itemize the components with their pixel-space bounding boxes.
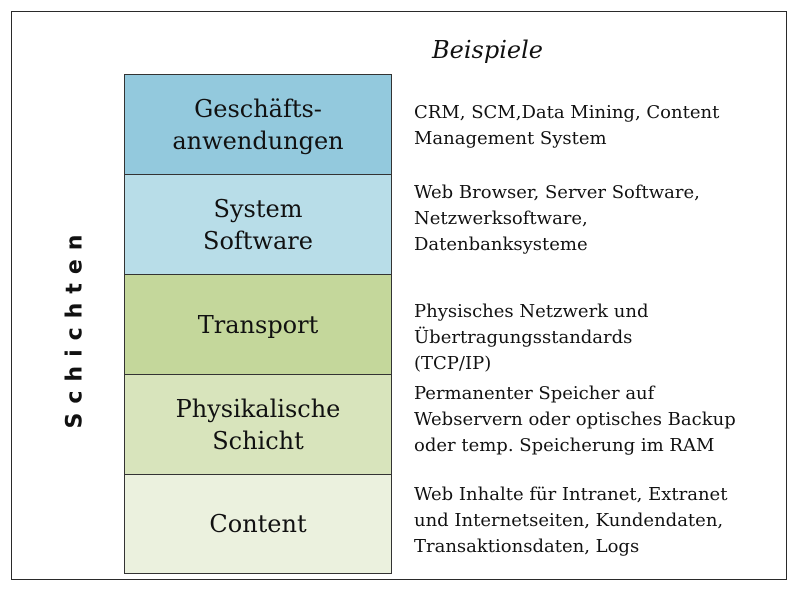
diagram-frame <box>11 11 787 580</box>
layer-system-software: System Software <box>125 175 391 275</box>
layers-axis-label: Schichten <box>62 225 88 429</box>
example-transport: Physisches Netzwerk und Übertragungsstan… <box>414 301 649 374</box>
layer-content: Content <box>125 475 391 573</box>
examples-heading: Beispiele <box>432 36 543 64</box>
layer-physical: Physikalische Schicht <box>125 375 391 475</box>
layer-business-applications: Geschäfts- anwendungen <box>125 75 391 175</box>
example-business-applications: CRM, SCM,Data Mining, Content Management… <box>414 102 720 149</box>
layer-stack: Geschäfts- anwendungen System Software T… <box>124 74 392 574</box>
example-system-software: Web Browser, Server Software, Netzwerkso… <box>414 182 700 255</box>
example-physical: Permanenter Speicher auf Webservern oder… <box>414 383 736 456</box>
example-content: Web Inhalte für Intranet, Extranet und I… <box>414 484 728 557</box>
layer-transport: Transport <box>125 275 391 375</box>
